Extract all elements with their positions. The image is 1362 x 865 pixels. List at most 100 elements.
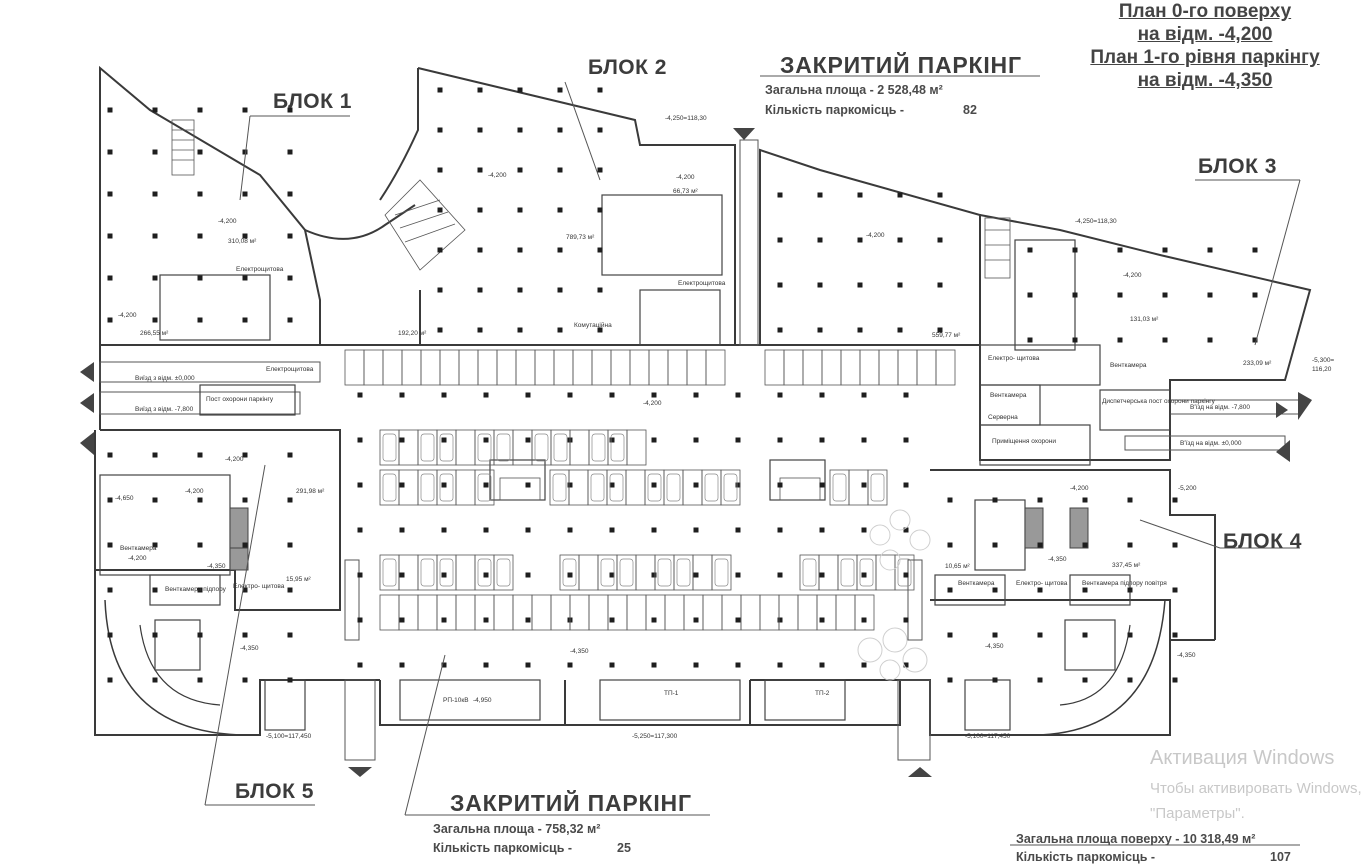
column bbox=[477, 207, 483, 213]
parking-stall bbox=[686, 349, 707, 386]
car bbox=[590, 473, 605, 502]
parking-stall bbox=[645, 594, 666, 631]
column bbox=[1127, 497, 1133, 503]
column bbox=[735, 572, 741, 578]
tp-1: ТП-1 bbox=[664, 690, 679, 697]
column bbox=[819, 617, 825, 623]
column bbox=[861, 527, 867, 533]
parking-stall bbox=[455, 594, 476, 631]
column bbox=[861, 437, 867, 443]
column bbox=[152, 677, 158, 683]
column bbox=[357, 572, 363, 578]
tp-2: ТП-2 bbox=[815, 690, 830, 697]
column bbox=[1207, 247, 1213, 253]
floor-total-spaces-value: 107 bbox=[1270, 850, 1291, 864]
vyizd-7800: Виїзд з відм. -7,800 bbox=[135, 406, 194, 413]
column bbox=[483, 392, 489, 398]
staircases bbox=[171, 119, 1011, 501]
column bbox=[525, 437, 531, 443]
block-3-label: БЛОК 3 bbox=[1198, 155, 1277, 178]
column bbox=[557, 207, 563, 213]
vent-b3: Венткамера bbox=[1110, 362, 1147, 369]
column bbox=[483, 527, 489, 533]
parking-stall bbox=[382, 349, 403, 386]
car bbox=[897, 558, 912, 587]
column bbox=[1127, 587, 1133, 593]
column bbox=[152, 587, 158, 593]
parking-stall bbox=[496, 349, 517, 386]
parking-stall bbox=[867, 469, 888, 506]
title-line-4: на відм. -4,350 bbox=[1137, 70, 1273, 91]
column bbox=[819, 527, 825, 533]
column bbox=[897, 327, 903, 333]
column bbox=[557, 287, 563, 293]
column bbox=[517, 127, 523, 133]
column bbox=[437, 167, 443, 173]
vent-b3b: Венткамера bbox=[990, 392, 1027, 399]
column bbox=[861, 392, 867, 398]
column bbox=[1252, 247, 1258, 253]
column bbox=[242, 632, 248, 638]
column bbox=[437, 327, 443, 333]
column bbox=[609, 527, 615, 533]
parking-stall bbox=[439, 349, 460, 386]
column bbox=[477, 287, 483, 293]
column bbox=[242, 149, 248, 155]
column bbox=[819, 392, 825, 398]
column bbox=[477, 87, 483, 93]
column bbox=[1207, 337, 1213, 343]
column bbox=[1172, 587, 1178, 593]
column bbox=[399, 392, 405, 398]
column bbox=[777, 617, 783, 623]
column bbox=[1252, 292, 1258, 298]
car bbox=[802, 558, 817, 587]
column bbox=[1037, 632, 1043, 638]
area-b2c: 66,73 м² bbox=[673, 188, 698, 195]
elev-b4: -4,200 bbox=[1070, 485, 1089, 492]
parking-stall bbox=[607, 594, 628, 631]
parking-stall bbox=[835, 594, 856, 631]
column bbox=[693, 437, 699, 443]
elektro-b2: Електрощитова bbox=[678, 280, 726, 287]
parking-stall bbox=[840, 349, 861, 386]
elev-b5c: -4,200 bbox=[128, 555, 147, 562]
mark-5300: -5,300= bbox=[1312, 357, 1335, 364]
parking-stall bbox=[682, 469, 703, 506]
parking-stall bbox=[797, 594, 818, 631]
column bbox=[903, 482, 909, 488]
column bbox=[992, 542, 998, 548]
column bbox=[557, 167, 563, 173]
column bbox=[441, 617, 447, 623]
column bbox=[441, 482, 447, 488]
column bbox=[242, 452, 248, 458]
column bbox=[937, 282, 943, 288]
column bbox=[1117, 292, 1123, 298]
column bbox=[1162, 292, 1168, 298]
car bbox=[619, 558, 634, 587]
column bbox=[399, 662, 405, 668]
parking-stall bbox=[778, 594, 799, 631]
column bbox=[777, 192, 783, 198]
parking-stall bbox=[897, 349, 918, 386]
column bbox=[735, 662, 741, 668]
column bbox=[817, 237, 823, 243]
column bbox=[357, 482, 363, 488]
car bbox=[439, 473, 454, 502]
column bbox=[242, 191, 248, 197]
car bbox=[496, 558, 511, 587]
column bbox=[609, 617, 615, 623]
column bbox=[441, 572, 447, 578]
column bbox=[477, 167, 483, 173]
column bbox=[525, 617, 531, 623]
column bbox=[857, 282, 863, 288]
column bbox=[693, 662, 699, 668]
parking-stall bbox=[474, 469, 495, 506]
vent-b4: Венткамера bbox=[958, 580, 995, 587]
column bbox=[857, 327, 863, 333]
area-b4: 337,45 м² bbox=[1112, 562, 1141, 569]
parking-stall bbox=[626, 429, 647, 466]
parking-stall bbox=[629, 349, 650, 386]
column bbox=[1172, 542, 1178, 548]
column bbox=[937, 192, 943, 198]
column bbox=[197, 542, 203, 548]
